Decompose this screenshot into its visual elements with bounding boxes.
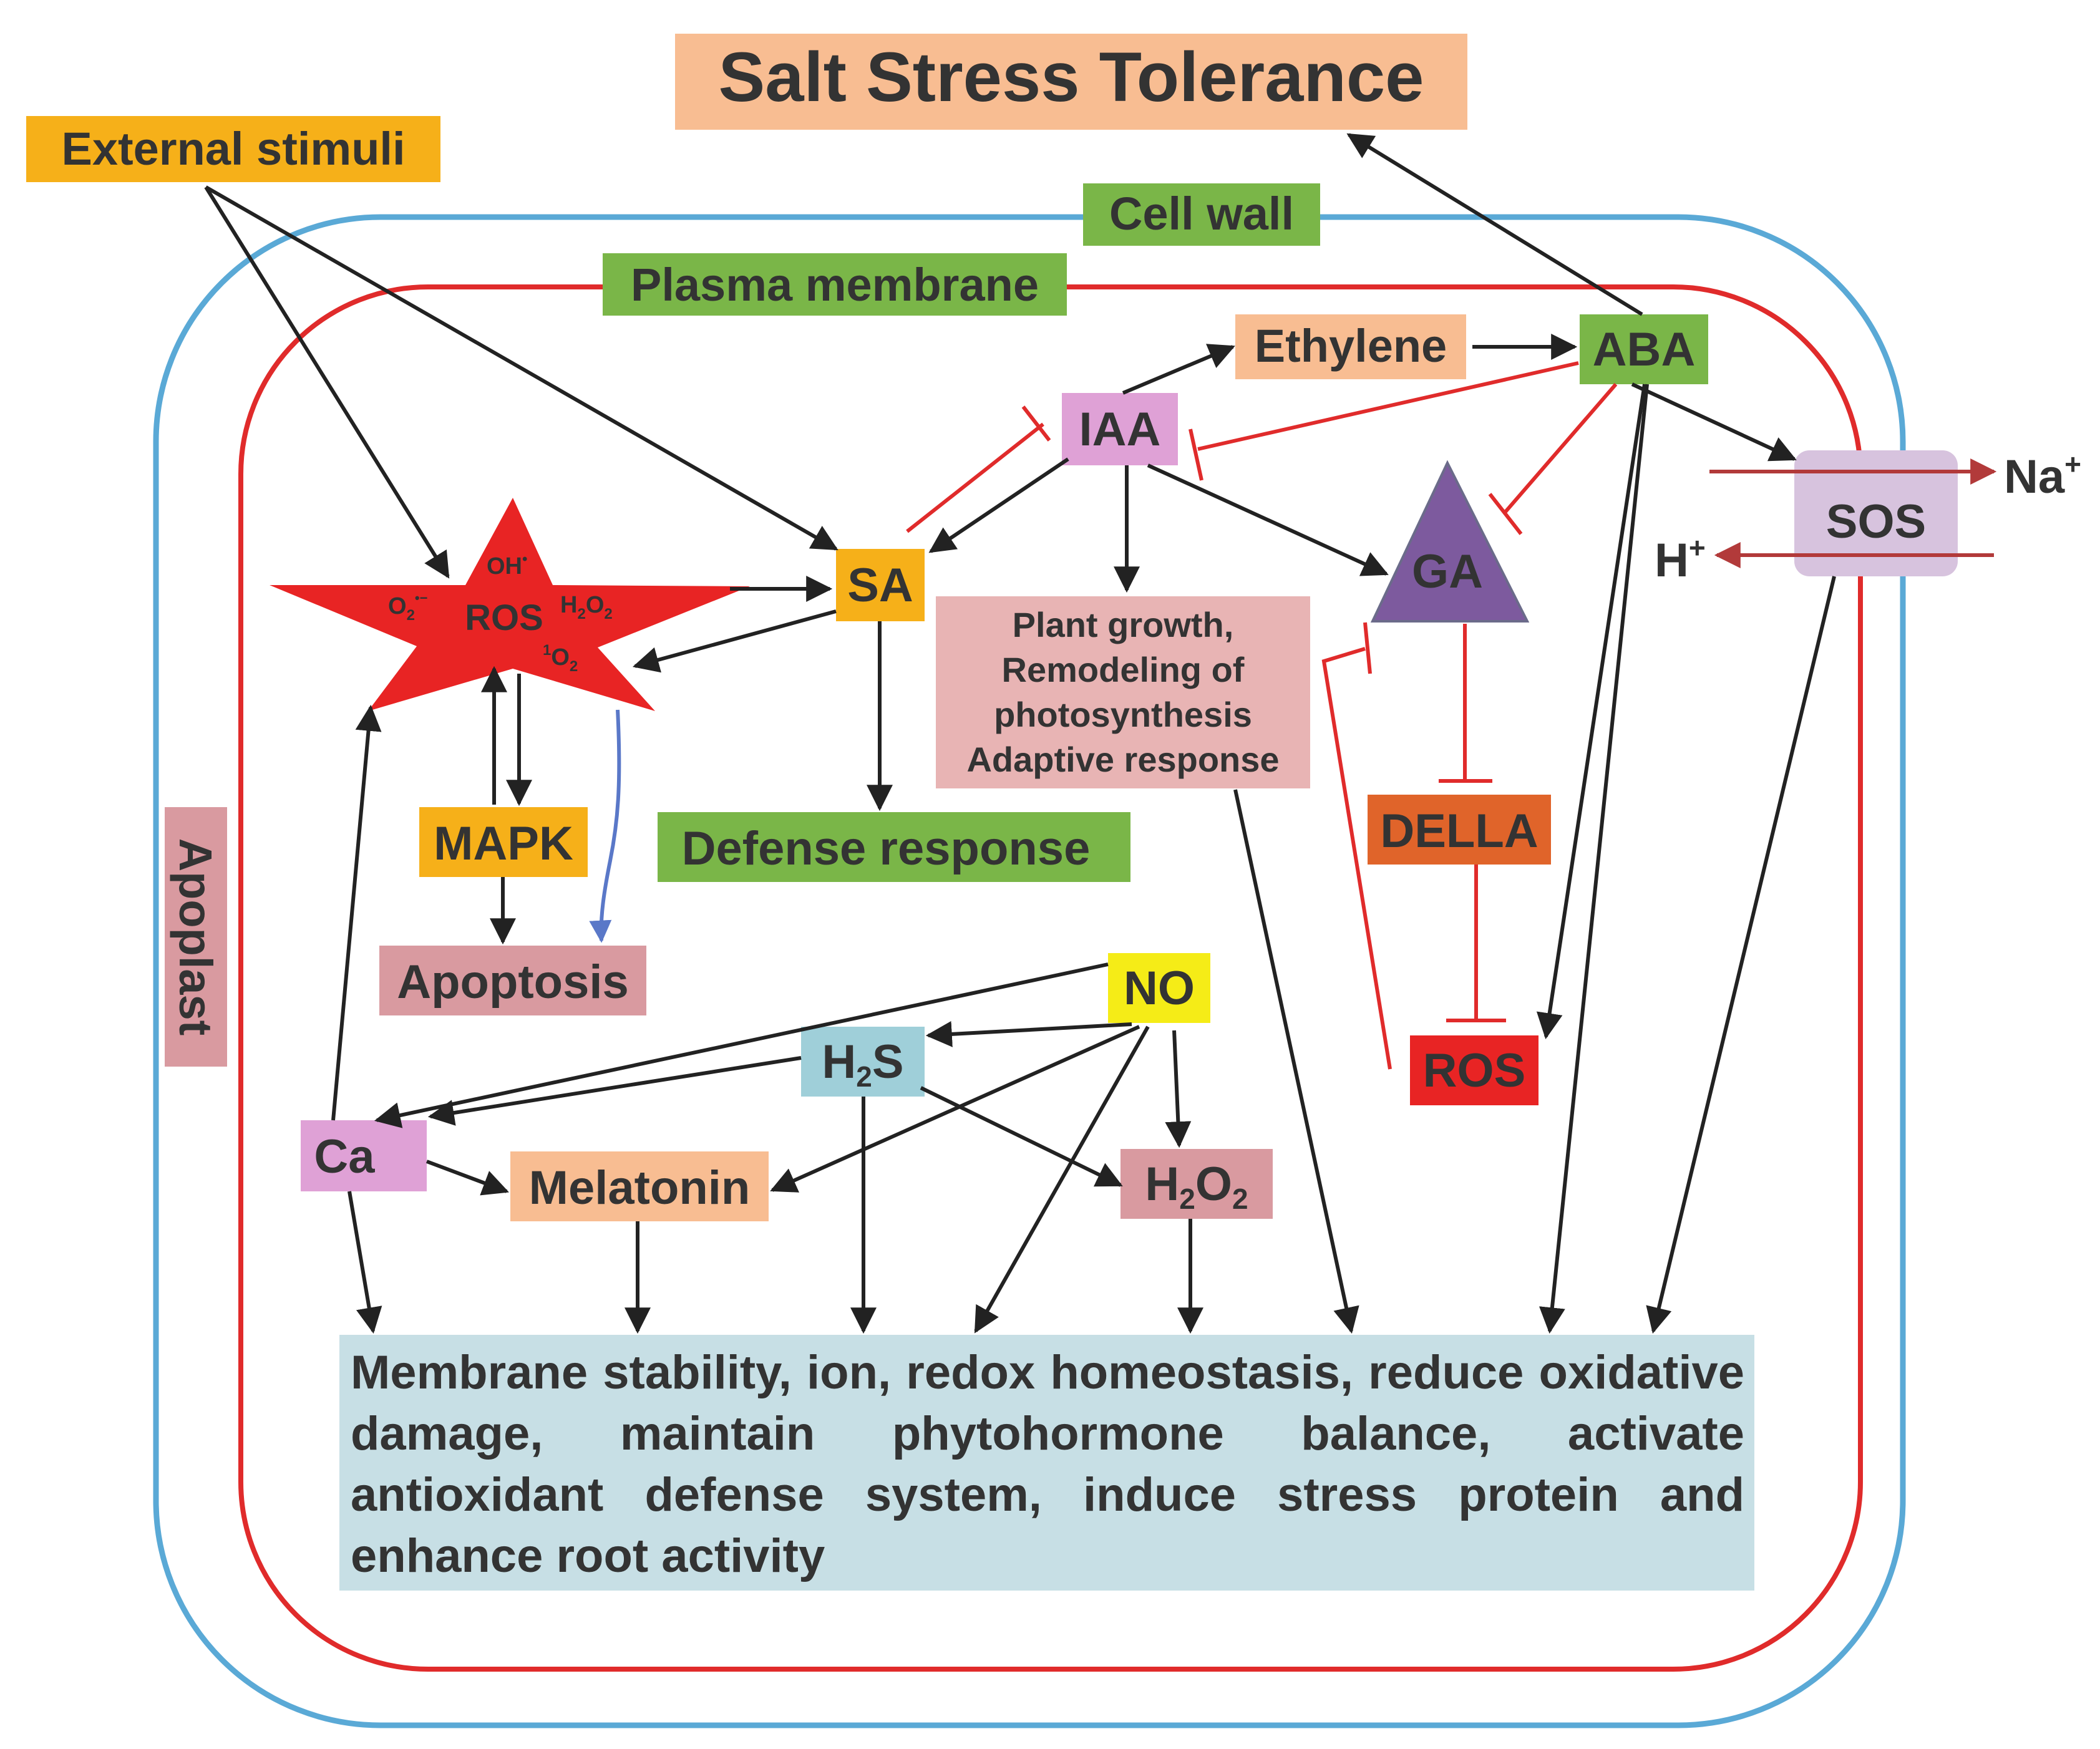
arrow-h2s-to-ca: [427, 1056, 802, 1126]
cell-wall-label: Cell wall: [1109, 188, 1294, 240]
arrow-aba-to-final: [1539, 384, 1649, 1334]
arrow-no-to-h2o2: [1165, 1030, 1192, 1148]
h-ion-label: H+: [1655, 531, 1706, 587]
iaa-box: [1062, 393, 1178, 465]
growth-line-3: photosynthesis: [994, 695, 1252, 734]
h2s-box: [801, 1027, 925, 1097]
sa-label: SA: [847, 559, 913, 612]
sos-box: [1794, 450, 1958, 576]
tolerance-outcome-box: Membrane stability, ion, redox homeostas…: [339, 1335, 1754, 1591]
melatonin-label: Melatonin: [529, 1161, 751, 1214]
aba-box: [1580, 314, 1708, 384]
external-stimuli-box: [26, 116, 440, 182]
arrow-ca-to-final: [348, 1191, 382, 1334]
growth-line-4: Adaptive response: [966, 740, 1280, 779]
arrow-growth-to-final: [1233, 789, 1359, 1334]
mapk-box: [419, 807, 588, 877]
inhibit-aba-to-ga: [1502, 383, 1618, 515]
defense-response-box: [658, 812, 1130, 882]
arrow-h2s-to-h2o2: [920, 1086, 1123, 1187]
mapk-label: MAPK: [434, 817, 573, 870]
growth-line-1: Plant growth,: [1012, 605, 1234, 644]
ethylene-label: Ethylene: [1255, 320, 1447, 372]
inhibition-lines: [906, 361, 1618, 1070]
inhibit-ros-to-ga-bar: [1363, 622, 1372, 674]
arrow-no-to-final: [974, 1025, 1150, 1334]
growth-response-box: Plant growth, Remodeling of photosynthes…: [936, 596, 1310, 788]
ros-star-singlet-oxygen: 1O2: [543, 642, 578, 675]
arrow-aba-to-sos: [1631, 382, 1797, 462]
arrow-no-to-h2s: [925, 1020, 1132, 1047]
plasma-membrane-label-box: [603, 253, 1067, 316]
arrow-stimuli-to-ros: [204, 186, 450, 579]
ca-box: [301, 1120, 427, 1191]
plasma-membrane-label: Plasma membrane: [631, 259, 1039, 311]
ca-label: Ca: [314, 1130, 375, 1183]
apoplast-label: Apoplast: [170, 838, 221, 1036]
inhibit-aba-to-iaa: [1197, 361, 1579, 451]
h2s-label: H2S: [822, 1035, 903, 1093]
arrow-ros-to-apoptosis-blue: [589, 709, 621, 943]
arrow-ca-to-melatonin: [425, 1160, 509, 1196]
inhibit-sa-to-iaa-bar: [1021, 405, 1051, 442]
arrow-iaa-to-ethylene: [1122, 344, 1235, 395]
arrow-iaa-to-ga: [1147, 463, 1389, 576]
no-box: [1108, 953, 1210, 1023]
arrow-sos-to-final: [1646, 576, 1836, 1334]
arrow-aba-to-title: [1346, 133, 1643, 316]
title-box: [675, 34, 1467, 130]
arrow-iaa-to-sa: [928, 457, 1069, 553]
arrow-no-to-melatonin: [770, 1025, 1140, 1193]
ros-star-oh: OH•: [487, 551, 527, 579]
aba-label: ABA: [1593, 323, 1696, 376]
arrow-no-to-ca: [374, 962, 1109, 1128]
ethylene-box: [1235, 314, 1466, 379]
growth-line-2: Remodeling of: [1001, 650, 1245, 689]
apoptosis-label: Apoptosis: [397, 956, 629, 1009]
arrow-stimuli-to-sa: [205, 185, 839, 551]
defense-response-label: Defense response: [682, 822, 1091, 875]
no-label: NO: [1124, 962, 1195, 1015]
ros-star-superoxide: O2•−: [388, 590, 427, 624]
apoptosis-box: [379, 946, 646, 1015]
inhibit-ros-to-ga: [1321, 647, 1392, 1070]
inhibit-aba-to-ga-bar: [1488, 493, 1523, 535]
inhibit-aba-to-iaa-bar: [1189, 429, 1203, 481]
ros-star-center: ROS: [465, 598, 543, 638]
ros-box: [1410, 1035, 1539, 1105]
sos-label: SOS: [1826, 495, 1927, 548]
apoplast-label-box: [165, 807, 227, 1067]
arrow-ca-to-ros: [331, 704, 382, 1121]
iaa-label: IAA: [1079, 403, 1161, 456]
arrow-aba-to-ros-box: [1536, 384, 1646, 1040]
ros-box-label: ROS: [1423, 1044, 1526, 1097]
cell-wall-label-box: [1083, 183, 1320, 246]
melatonin-box: [510, 1151, 769, 1221]
h2o2-box: [1120, 1149, 1273, 1219]
na-ion-label: Na+: [2004, 448, 2081, 503]
ga-triangle: [1370, 460, 1530, 623]
ros-star: [270, 498, 750, 711]
ga-label: GA: [1412, 545, 1483, 598]
external-stimuli-label: External stimuli: [61, 123, 405, 175]
della-label: DELLA: [1380, 805, 1538, 858]
della-box: [1368, 795, 1551, 865]
inhibit-sa-to-iaa: [906, 422, 1044, 533]
activation-arrows: [204, 133, 1836, 1334]
tolerance-outcome-text: Membrane stability, ion, redox homeostas…: [351, 1346, 1744, 1582]
arrow-sa-to-ros: [632, 609, 837, 673]
cell-wall-boundary: [153, 214, 1906, 1728]
h2o2-label: H2O2: [1145, 1158, 1248, 1215]
title-text: Salt Stress Tolerance: [719, 38, 1424, 116]
ros-star-h2o2: H2O2: [560, 592, 613, 623]
sa-box: [836, 549, 925, 621]
